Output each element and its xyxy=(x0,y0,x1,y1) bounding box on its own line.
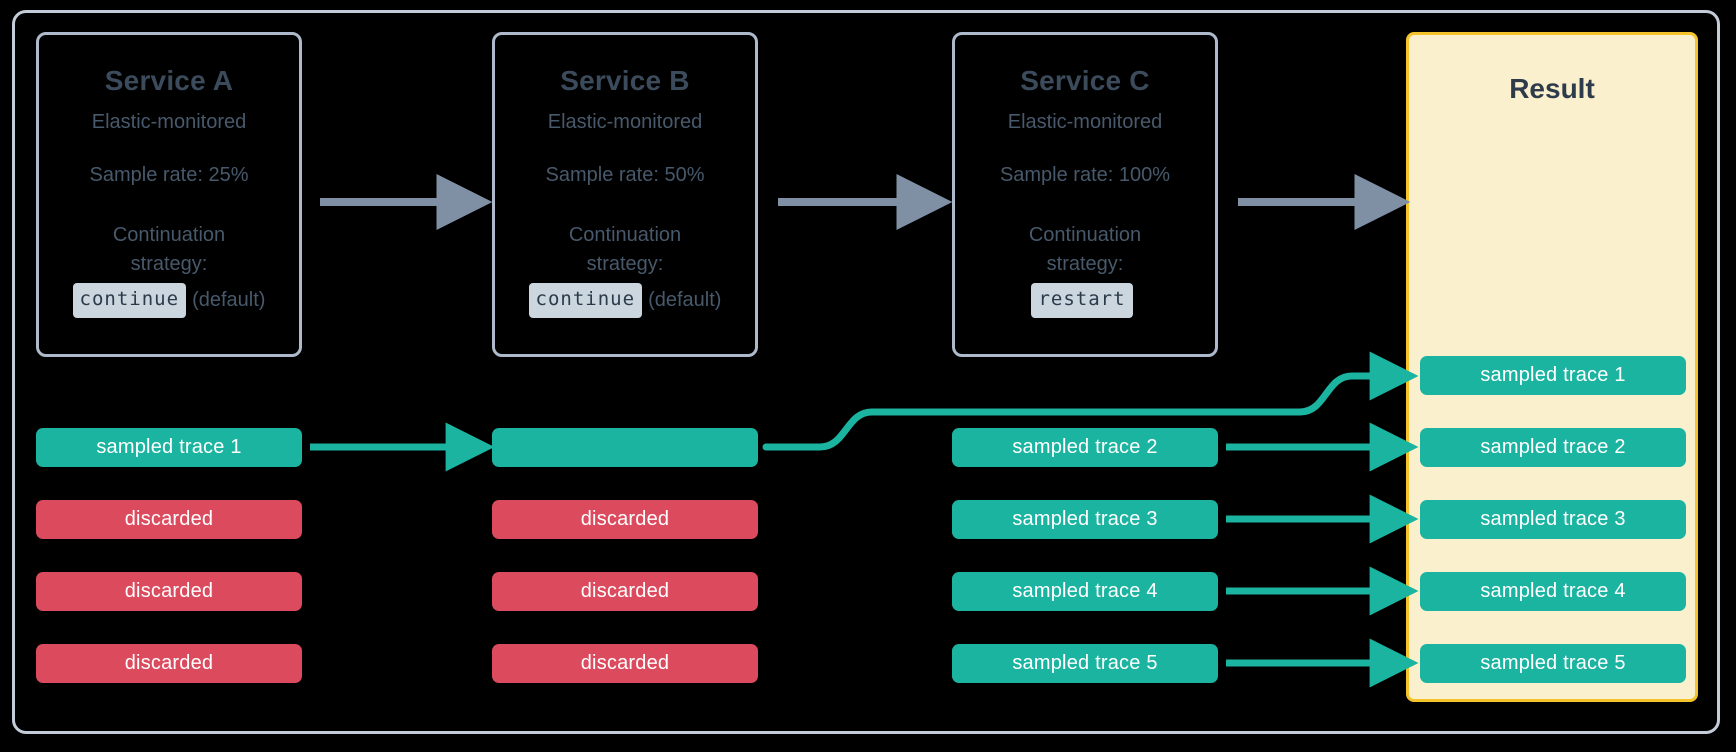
trace-bar-c-1: sampled trace 2 xyxy=(952,428,1218,467)
service-b-strategy-label-1: Continuation xyxy=(568,224,682,246)
service-box-b: Service B Elastic-monitored Sample rate:… xyxy=(492,32,758,357)
service-a-monitored: Elastic-monitored xyxy=(91,111,247,133)
result-trace-5: sampled trace 5 xyxy=(1420,644,1686,683)
result-trace-4: sampled trace 4 xyxy=(1420,572,1686,611)
service-a-strategy-note: (default) xyxy=(192,288,266,311)
trace-bar-c-3: sampled trace 4 xyxy=(952,572,1218,611)
service-a-strategy-label-1: Continuation xyxy=(112,224,226,246)
result-title: Result xyxy=(1509,73,1595,104)
service-b-strategy-value: continue xyxy=(528,283,643,318)
trace-bar-a-2: discarded xyxy=(36,500,302,539)
service-c-sample-rate: Sample rate: 100% xyxy=(999,164,1171,186)
service-b-sample-rate: Sample rate: 50% xyxy=(545,164,705,186)
result-trace-2: sampled trace 2 xyxy=(1420,428,1686,467)
service-c-monitored: Elastic-monitored xyxy=(1007,111,1163,133)
trace-bar-a-3: discarded xyxy=(36,572,302,611)
service-a-strategy-value: continue xyxy=(72,283,187,318)
service-b-strategy-label-2: strategy: xyxy=(586,253,664,275)
service-b-title: Service B xyxy=(560,65,690,96)
service-box-c: Service C Elastic-monitored Sample rate:… xyxy=(952,32,1218,357)
trace-bar-b-2: discarded xyxy=(492,500,758,539)
result-trace-3: sampled trace 3 xyxy=(1420,500,1686,539)
service-a-strategy-label-2: strategy: xyxy=(130,253,208,275)
service-b-strategy: Continuation strategy: continue(default) xyxy=(495,221,755,318)
service-b-strategy-note: (default) xyxy=(648,288,722,311)
service-a-sample-rate: Sample rate: 25% xyxy=(89,164,249,186)
service-c-strategy-label-2: strategy: xyxy=(1046,253,1124,275)
trace-bar-b-3: discarded xyxy=(492,572,758,611)
trace-bar-a-1: sampled trace 1 xyxy=(36,428,302,467)
service-a-strategy: Continuation strategy: continue(default) xyxy=(39,221,299,318)
result-trace-1: sampled trace 1 xyxy=(1420,356,1686,395)
trace-bar-b-1 xyxy=(492,428,758,467)
trace-bar-a-4: discarded xyxy=(36,644,302,683)
service-c-strategy-value: restart xyxy=(1031,283,1133,318)
service-c-title: Service C xyxy=(1020,65,1150,96)
service-b-monitored: Elastic-monitored xyxy=(547,111,703,133)
service-a-title: Service A xyxy=(104,65,234,96)
diagram-outer-frame xyxy=(12,10,1720,734)
service-c-strategy: Continuation strategy: restart xyxy=(955,221,1215,318)
trace-bar-b-4: discarded xyxy=(492,644,758,683)
service-box-a: Service A Elastic-monitored Sample rate:… xyxy=(36,32,302,357)
service-c-strategy-label-1: Continuation xyxy=(1028,224,1142,246)
trace-bar-c-4: sampled trace 5 xyxy=(952,644,1218,683)
trace-bar-c-2: sampled trace 3 xyxy=(952,500,1218,539)
